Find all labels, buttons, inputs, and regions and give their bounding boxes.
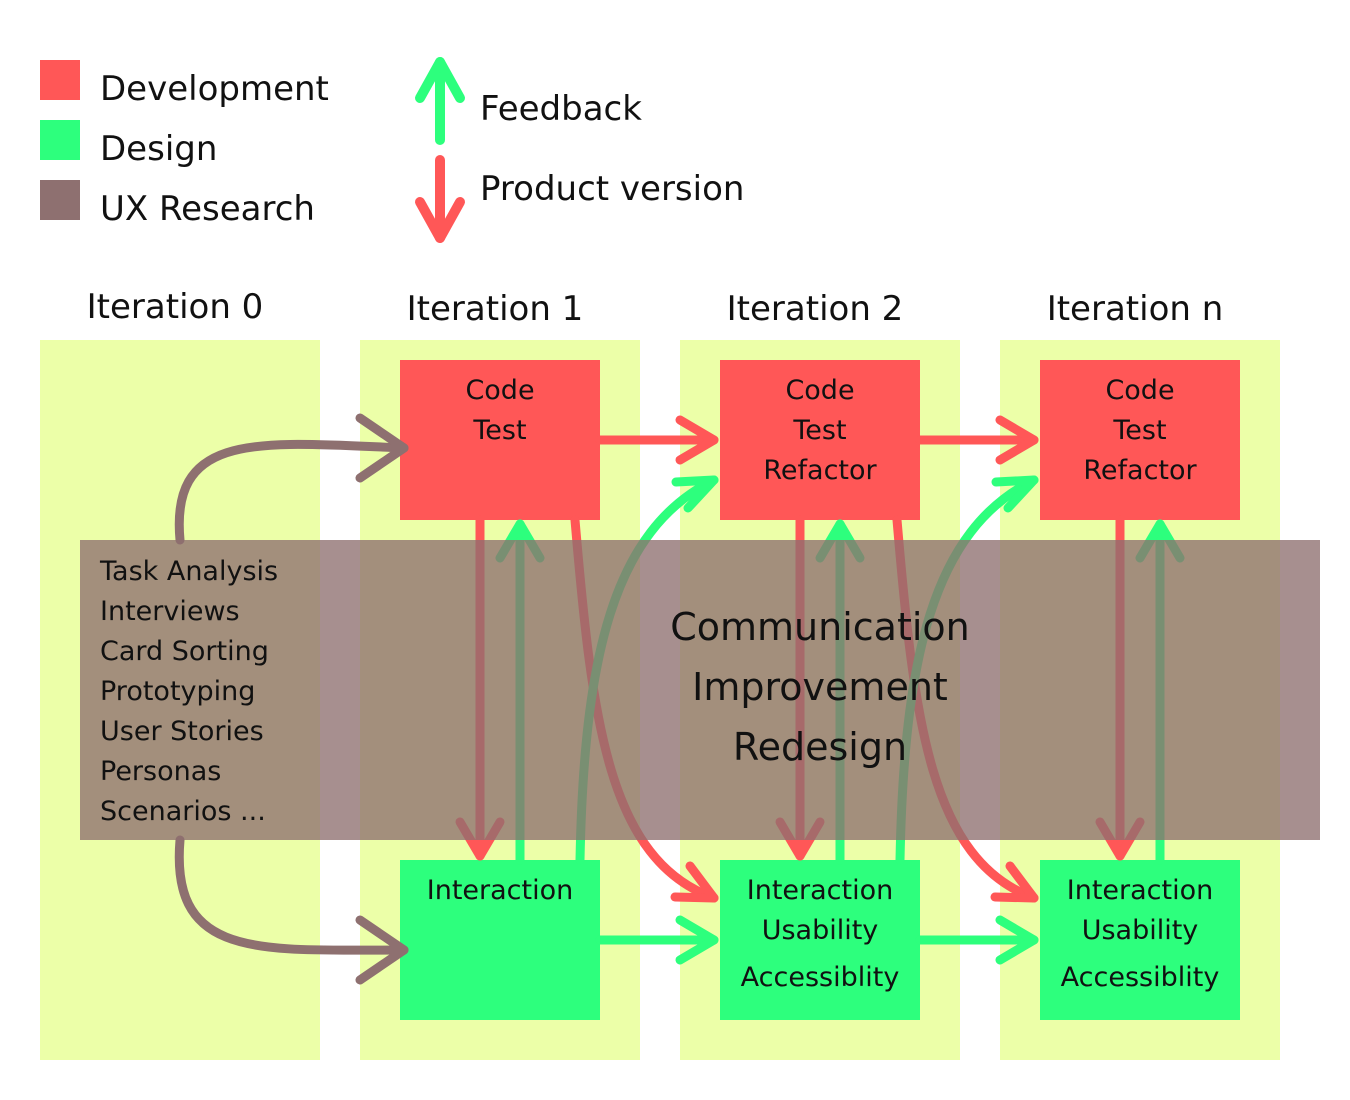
research-method-3: Card Sorting	[100, 636, 269, 667]
redesign-label: Redesign	[733, 725, 907, 769]
design-box-iteration-n	[1040, 860, 1240, 1020]
communication-label: Communication	[670, 605, 970, 649]
research-method-2: Interviews	[100, 596, 240, 627]
dev-box-iteration-n	[1040, 360, 1240, 520]
improvement-label: Improvement	[692, 665, 948, 709]
design-box-n-line-1: Interaction	[1067, 875, 1213, 906]
iteration-n-heading: Iteration n	[1047, 289, 1224, 329]
iteration-2-heading: Iteration 2	[727, 289, 904, 329]
dev-box-2-line-3: Refactor	[763, 455, 877, 486]
research-method-5: User Stories	[100, 716, 264, 747]
iteration-0-heading: Iteration 0	[87, 287, 264, 327]
design-box-2-line-2: Usability	[762, 915, 879, 946]
legend-product-version-arrow-icon	[415, 155, 465, 243]
research-arrow-to-design-box	[174, 835, 409, 985]
dev-box-1-line-1: Code	[465, 375, 534, 406]
design-box-1-line-1: Interaction	[427, 875, 573, 906]
legend-research-swatch	[40, 180, 80, 220]
design-box-n-line-3: Accessiblity	[1061, 962, 1220, 993]
dev-box-2-line-1: Code	[785, 375, 854, 406]
dev-box-iteration-2	[720, 360, 920, 520]
dev-box-n-line-3: Refactor	[1083, 455, 1197, 486]
dev-box-n-line-2: Test	[1112, 415, 1166, 446]
dev-box-1-line-2: Test	[472, 415, 526, 446]
legend-design-swatch	[40, 120, 80, 160]
legend-development-swatch	[40, 60, 80, 100]
dev-box-n-line-1: Code	[1105, 375, 1174, 406]
design-box-iteration-2	[720, 860, 920, 1020]
legend-development-label: Development	[100, 69, 329, 109]
research-method-7: Scenarios ...	[100, 796, 266, 827]
research-method-4: Prototyping	[100, 676, 255, 707]
dev-box-2-line-2: Test	[792, 415, 846, 446]
legend-feedback-arrow-icon	[415, 57, 465, 145]
version-arrow-dev-1-to-2	[595, 415, 719, 465]
design-box-n-line-2: Usability	[1082, 915, 1199, 946]
research-arrow-to-dev-box	[174, 413, 409, 545]
legend-product-version-label: Product version	[480, 169, 744, 209]
legend-feedback-label: Feedback	[480, 89, 642, 129]
dev-box-iteration-1	[400, 360, 600, 520]
research-method-1: Task Analysis	[99, 556, 278, 587]
communication-band	[80, 540, 1320, 840]
version-arrow-dev-2-to-n	[915, 415, 1039, 465]
design-box-iteration-1	[400, 860, 600, 1020]
legend-research-label: UX Research	[100, 189, 315, 229]
design-box-2-line-1: Interaction	[747, 875, 893, 906]
legend-design-label: Design	[100, 129, 217, 169]
feedback-arrow-design-2-to-n	[915, 915, 1039, 965]
feedback-arrow-design-1-to-2	[595, 915, 719, 965]
iteration-1-heading: Iteration 1	[407, 289, 584, 329]
research-method-6: Personas	[100, 756, 221, 787]
design-box-2-line-3: Accessiblity	[741, 962, 900, 993]
